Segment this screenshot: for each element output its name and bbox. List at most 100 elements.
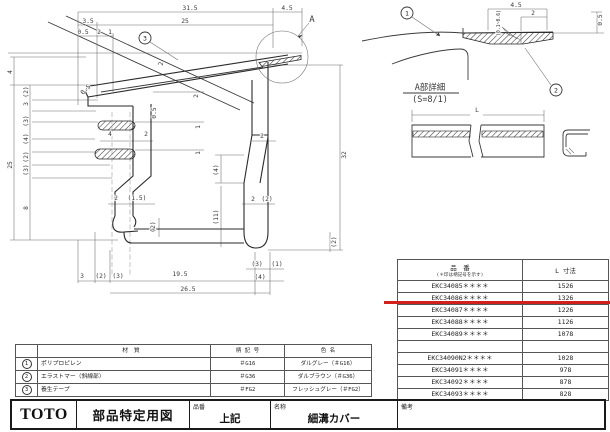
toto-logo: TOTO [12,401,77,428]
dim-label: (4) [213,164,220,175]
dim-label: (1.5) [128,195,147,202]
dim-label: 2 [114,195,118,202]
dim-label: (2) [23,86,30,97]
dim-label: (11) [213,209,220,224]
dim-label: 4 [108,131,112,138]
remarks-label: 備考 [401,405,414,411]
balloon-circle [138,31,152,45]
material-balloon: 1 [21,358,32,369]
dim-label: 2 [193,94,200,98]
dim-label: 8 [23,206,30,210]
dim-label: (2) [150,221,157,232]
parts-row: EKC34089＊＊＊＊1078 [397,328,609,341]
dim-label: 3 [23,102,30,106]
balloon-callouts: 3 1 2 [138,6,563,97]
dim-label: 0.5 [597,14,604,26]
parts-row: EKC34090N2＊＊＊＊1028 [397,352,609,365]
remarks-cell: 備考 [398,401,604,428]
part-number-value: 上記 [219,412,241,425]
length-col-header: L 寸法 [522,259,609,281]
parts-row: EKC34085＊＊＊＊1526 [397,280,609,293]
dim-label: (0.1~0.6) [496,10,502,36]
material-header: 材 質 [37,344,225,358]
parts-row [397,340,609,353]
highlight-line [384,301,610,304]
dim-label: (3) [112,273,123,280]
dim-label: 2 [260,133,264,140]
dim-label: L [475,107,479,114]
dim-label: (S=8/1) [412,95,448,105]
parts-row: EKC34087＊＊＊＊1226 [397,304,609,317]
dim-label: (3) [23,115,30,126]
doc-type-title: 部品特定用図 [77,401,190,428]
dim-label: A [309,15,315,25]
dim-label: 31.5 [182,5,197,12]
part-name-cell: 名称 細溝カバー [271,401,398,428]
material-balloon-header [15,344,38,358]
detail-a-circle [255,30,309,84]
dim-label: 2 [251,196,255,203]
dim-label: 1 [195,125,202,129]
parts-row: EKC34088＊＊＊＊1126 [397,316,609,329]
detail-view-a [361,8,604,94]
dim-label: 25 [7,161,14,169]
balloon-circle [400,6,414,20]
dim-label: 0.5 [77,29,89,36]
dim-label: 4.5 [510,2,522,9]
pattern-code-header: 柄 記 号 [210,344,285,358]
dim-label: (2) [261,196,272,203]
part-name-value: 細溝カバー [307,412,361,425]
dim-label: (4) [254,274,265,281]
dim-label: 4.5 [281,5,293,12]
part-name-label: 名称 [274,405,287,411]
dim-label: (3) [23,164,30,175]
parts-row: EKC34091＊＊＊＊978 [397,364,609,377]
end-profile-glyph [562,129,590,157]
material-balloon: 2 [21,371,32,382]
material-balloon: 3 [21,384,32,395]
dim-label: (1) [271,261,282,268]
dim-label: 2 [531,10,535,17]
dim-label: 3.5 [82,18,94,25]
parts-row: EKC34092＊＊＊＊878 [397,376,609,389]
balloon-number: 1 [405,9,409,17]
dim-label: 3 [80,273,84,280]
dim-label: (3) [251,261,262,268]
dim-label: 32 [341,151,348,159]
dim-label: (4) [23,133,30,144]
balloon-number: 2 [554,86,558,94]
main-section-view [8,8,343,295]
color-name-header: 色 名 [284,344,372,358]
dim-label: 19.5 [172,271,187,278]
dim-label: (2) [95,273,106,280]
balloon-number: 3 [143,34,147,42]
dim-label: 1 [108,29,112,36]
dim-label: 25 [181,18,189,25]
dim-label: 4 [7,70,14,74]
part-number-cell: 品番 上記 [190,401,271,428]
dim-label: 2 [97,29,101,36]
title-block: TOTO 部品特定用図 品番 上記 名称 細溝カバー 備考 [10,399,606,430]
parts-col-header: 品 番 (＊印は柄記号を示す) [397,259,523,281]
dim-label: A部詳細 [415,82,446,93]
dim-label: 26.5 [180,286,195,293]
dim-label: (2) [331,236,338,247]
part-number-label: 品番 [193,405,206,411]
dim-label: (2) [23,151,30,162]
dim-label: 2 [144,131,148,138]
balloon-circle [549,83,563,97]
